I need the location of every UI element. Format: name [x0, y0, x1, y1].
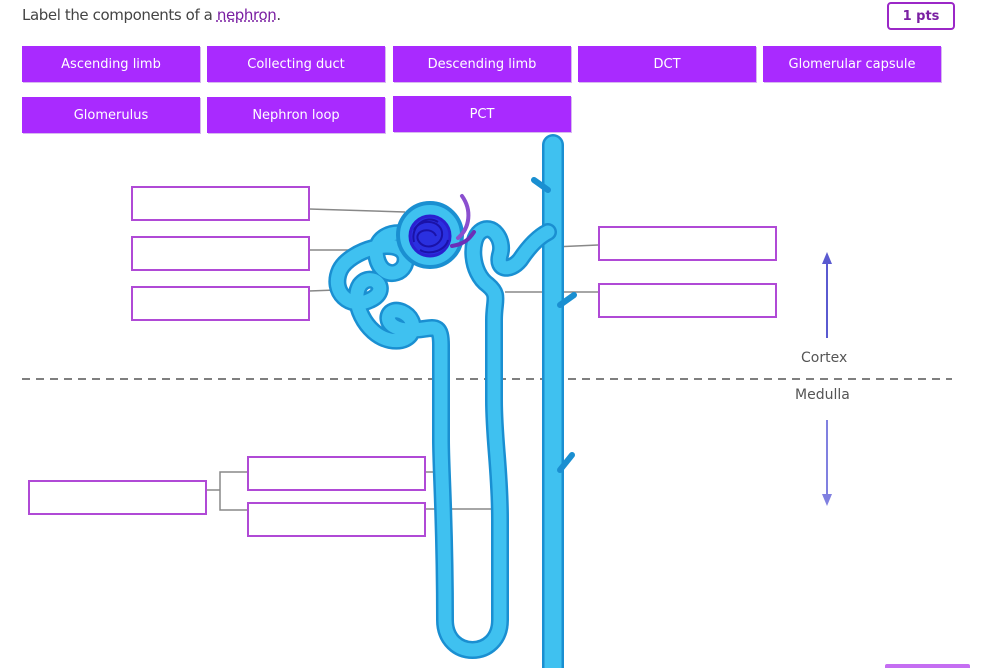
medulla-arrow — [822, 420, 832, 506]
label-chip-glomerulus[interactable]: Glomerulus — [22, 97, 200, 133]
points-badge: 1 pts — [887, 2, 955, 30]
drop-target-7[interactable] — [247, 502, 426, 537]
label-chip-glomerular-capsule[interactable]: Glomerular capsule — [763, 46, 941, 82]
cortex-arrow — [822, 252, 832, 338]
label-chip-ascending-limb[interactable]: Ascending limb — [22, 46, 200, 82]
label-chip-descending-limb[interactable]: Descending limb — [393, 46, 571, 82]
label-chip-dct[interactable]: DCT — [578, 46, 756, 82]
cortex-label: Cortex — [801, 350, 848, 366]
next-question-tab[interactable] — [885, 664, 970, 668]
glossary-term-link[interactable]: nephron — [216, 6, 277, 24]
efferent-arteriole — [456, 194, 471, 240]
prompt-end: . — [276, 6, 281, 24]
question-prompt: Label the components of a nephron. — [22, 6, 281, 24]
label-chip-nephron-loop[interactable]: Nephron loop — [207, 97, 385, 133]
prompt-text: Label the components of a — [22, 6, 217, 24]
label-chip-pct[interactable]: PCT — [393, 96, 571, 132]
drop-target-4[interactable] — [598, 226, 777, 261]
medulla-label: Medulla — [795, 387, 850, 403]
afferent-arteriole — [450, 230, 476, 248]
label-chip-collecting-duct[interactable]: Collecting duct — [207, 46, 385, 82]
drop-target-3[interactable] — [131, 286, 310, 321]
drop-target-6[interactable] — [247, 456, 426, 491]
nephron-tubule — [330, 222, 555, 657]
drop-target-8[interactable] — [28, 480, 207, 515]
drop-target-1[interactable] — [131, 186, 310, 221]
drop-target-5[interactable] — [598, 283, 777, 318]
drop-target-2[interactable] — [131, 236, 310, 271]
